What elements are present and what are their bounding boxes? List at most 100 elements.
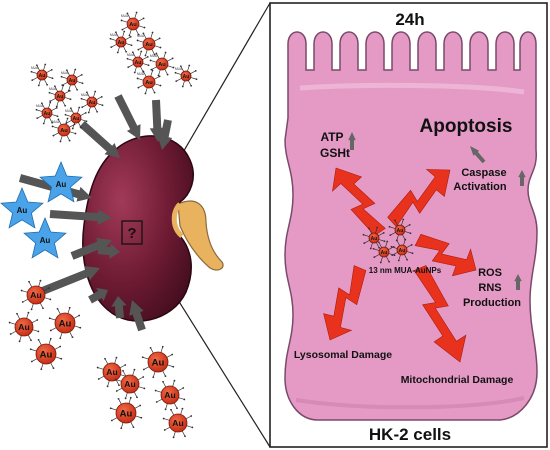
ligand-strand <box>82 104 88 108</box>
ligand-head <box>171 57 174 60</box>
ligand-strand <box>43 287 50 292</box>
ligand-strand <box>122 370 127 377</box>
particle-symbol: Au <box>172 418 183 428</box>
ligand-strand <box>143 71 147 77</box>
ligand-head <box>172 66 175 69</box>
particle-symbol: Au <box>120 409 133 420</box>
ligand-head <box>182 387 185 389</box>
ligand-head <box>68 306 71 309</box>
particle-core <box>368 232 380 244</box>
nanoparticles-group: AuMUAAuMUAAuMUAAuMUAAuMUAAuMUAAuMUAAuMUA… <box>8 11 198 439</box>
ligand-head <box>74 132 77 135</box>
blue-star-particle: Au <box>0 186 44 229</box>
ligand-strand <box>30 348 37 352</box>
ligand-head <box>37 84 40 87</box>
ligand-strand <box>175 72 182 75</box>
ligand-head <box>190 84 193 87</box>
ligand-head <box>388 225 391 228</box>
ligand-strand <box>48 102 51 109</box>
ligand-head <box>115 356 118 359</box>
ligand-strand <box>127 58 134 61</box>
ligand-strand <box>150 70 153 77</box>
ligand-strand <box>80 112 86 116</box>
ligand-head <box>188 64 191 67</box>
particle-core <box>54 312 76 334</box>
ligand-head <box>56 115 59 118</box>
time-label: 24h <box>395 10 424 29</box>
ligand-strand <box>150 60 157 63</box>
gold-nanoparticle: Au <box>372 240 396 264</box>
ligand-head <box>159 84 162 87</box>
ligand-head <box>64 113 67 116</box>
ligand-strand <box>19 335 22 342</box>
hk2-cell <box>284 31 538 421</box>
ligand-strand <box>77 107 80 114</box>
ligand-head <box>110 419 113 422</box>
blue-star-particle: Au <box>23 216 67 259</box>
ligand-strand <box>86 92 90 98</box>
ligand-head <box>125 50 128 53</box>
ligand-head <box>382 231 385 234</box>
increase-arrow-icon <box>514 274 522 290</box>
ligand-head <box>411 252 414 255</box>
ligand-strand <box>151 87 155 93</box>
star-symbol: Au <box>17 206 28 215</box>
ligand-strand <box>134 12 137 19</box>
particle-core <box>180 70 192 82</box>
ligand-strand <box>68 84 71 91</box>
ligand-strand <box>76 74 82 78</box>
ligand-head <box>137 86 140 89</box>
nanoparticle-label: 13 nm MUA-AuNPs <box>369 266 442 275</box>
mitochondrial-damage-label: Mitochondrial Damage <box>401 374 514 386</box>
damage-bolts-group <box>323 167 477 363</box>
ligand-strand <box>53 132 59 136</box>
particle-core <box>115 36 127 48</box>
ligand-label: MUA <box>49 87 57 91</box>
ligand-strand <box>178 397 185 400</box>
ligand-head <box>147 64 150 67</box>
ligand-head <box>164 408 167 411</box>
ligand-head <box>55 105 58 108</box>
caspase-label: Caspase <box>461 167 506 179</box>
ligand-head <box>100 95 103 98</box>
ligand-head <box>162 380 164 383</box>
ligand-strand <box>380 256 383 263</box>
star-shape <box>23 216 67 259</box>
ligand-strand <box>152 371 156 378</box>
ligand-strand <box>31 71 38 74</box>
ligand-head <box>48 287 51 289</box>
ligand-head <box>408 223 411 226</box>
damage-bolt <box>332 167 386 236</box>
ligand-head <box>101 104 104 107</box>
ligand-head <box>154 389 157 392</box>
ligand-strand <box>28 281 33 288</box>
ligand-head <box>71 127 74 130</box>
ligand-head <box>158 37 161 40</box>
gold-nanoparticle: Au <box>390 238 414 262</box>
production-label: Production <box>463 297 521 309</box>
ligand-head <box>163 429 166 431</box>
gold-nanoparticle: Au <box>141 345 175 379</box>
ligand-head <box>404 238 407 241</box>
particle-symbol: Au <box>183 74 190 80</box>
ligand-strand <box>22 298 29 303</box>
gray-arrow <box>129 300 146 332</box>
particle-symbol: Au <box>44 111 51 117</box>
ligand-head <box>96 366 99 369</box>
ligand-head <box>29 348 32 351</box>
ligand-strand <box>119 364 126 369</box>
gold-nanoparticle: Au <box>96 356 128 388</box>
blue-star-particle: Au <box>39 160 83 203</box>
ligand-head <box>30 308 33 311</box>
particle-symbol: Au <box>397 228 404 234</box>
ligand-strand <box>98 375 105 380</box>
ligand-head <box>114 31 117 34</box>
ligand-strand <box>404 231 411 234</box>
ligand-head <box>172 365 175 368</box>
ligand-head <box>181 85 184 88</box>
ligand-strand <box>44 297 51 300</box>
ligand-strand <box>31 358 38 362</box>
ligand-head <box>64 104 67 107</box>
ligand-strand <box>166 354 173 358</box>
